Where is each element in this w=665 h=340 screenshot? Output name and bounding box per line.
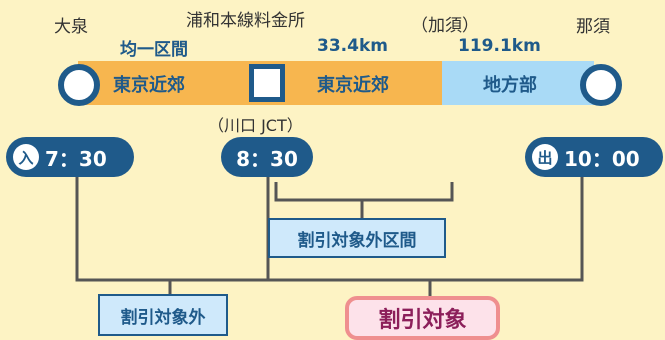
seg3-distance: 119.1km: [458, 36, 541, 56]
entry-time: 7：30: [45, 146, 107, 171]
mid-time-pill: 8：30: [221, 137, 313, 177]
tollgate-label: 浦和本線料金所: [186, 11, 305, 31]
start-node-icon: [58, 64, 100, 106]
seg2-distance: 33.4km: [317, 36, 388, 56]
mid-time: 8：30: [236, 146, 298, 171]
kazo-label: （加須）: [411, 16, 479, 36]
tollgate-square-icon: [249, 64, 285, 102]
exit-connector: [266, 175, 584, 282]
seg1-top-label: 均一区間: [120, 40, 188, 60]
entry-connector: [75, 175, 268, 282]
route-blue-segment: [442, 61, 594, 105]
excluded-box: 割引対象外: [98, 294, 228, 336]
exit-time: 10：00: [564, 146, 640, 171]
seg2-label: 東京近郊: [317, 75, 389, 96]
exit-badge-icon: 出: [532, 144, 558, 170]
excluded-section-bracket: [274, 182, 454, 202]
discount-target-box: 割引対象: [345, 296, 500, 340]
end-label: 那須: [576, 17, 610, 37]
end-node-icon: [580, 64, 622, 106]
excluded-section-box: 割引対象外区間: [268, 218, 446, 258]
seg3-label: 地方部: [483, 75, 537, 96]
exit-time-pill: 出 10：00: [525, 137, 663, 177]
entry-badge-icon: 入: [13, 144, 39, 170]
start-label: 大泉: [54, 17, 88, 37]
entry-time-pill: 入 7：30: [6, 137, 134, 177]
seg1-label: 東京近郊: [113, 75, 185, 96]
junction-label: （川口 JCT）: [208, 116, 303, 135]
